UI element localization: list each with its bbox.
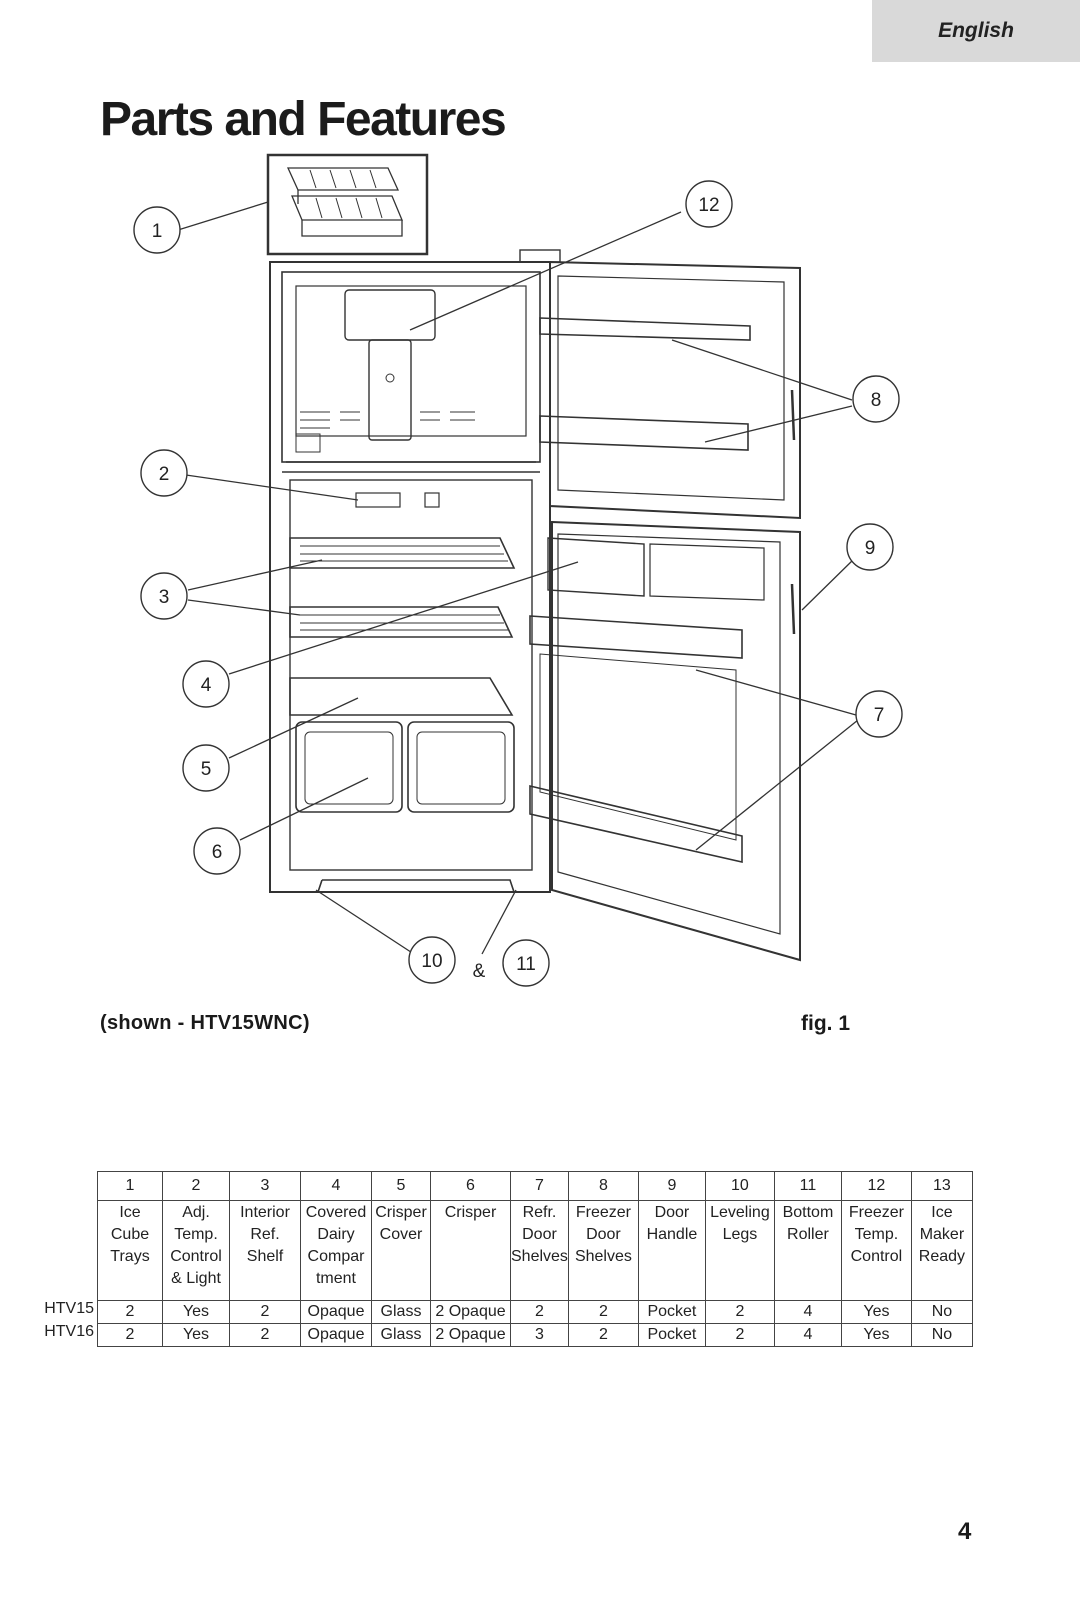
callout-9 <box>846 523 894 571</box>
page-number: 4 <box>958 1518 972 1545</box>
callout-label-11: 11 <box>516 954 536 975</box>
ice-tray-inset <box>266 153 429 256</box>
callout-label-10: 10 <box>421 951 442 972</box>
callout-12 <box>685 180 733 228</box>
column-number: 4 <box>300 1171 372 1201</box>
refrigerator-cabinet <box>269 249 561 893</box>
table-cell: 4 <box>773 1323 842 1347</box>
column-number: 7 <box>510 1171 569 1201</box>
table-cell: Yes <box>162 1300 230 1324</box>
column-number: 3 <box>229 1171 301 1201</box>
callout-leader-lines <box>177 201 859 959</box>
column-number: 11 <box>773 1171 842 1201</box>
table-cell: Opaque <box>300 1300 372 1324</box>
table-cell: No <box>910 1323 973 1347</box>
part-description: Adj.Temp.Control& Light <box>162 1200 230 1301</box>
table-cell: 2 <box>97 1323 163 1347</box>
callout-label-4: 4 <box>201 675 212 696</box>
table-cell: 2 Opaque <box>430 1300 511 1324</box>
table-cell: Opaque <box>300 1323 372 1347</box>
table-cell: Pocket <box>637 1323 706 1347</box>
table-cell: Yes <box>840 1300 912 1324</box>
model-row-label: HTV15 <box>44 1300 94 1317</box>
figure-caption: fig. 1 <box>801 1012 851 1035</box>
table-cell: 2 <box>229 1323 301 1347</box>
callout-11 <box>502 939 550 987</box>
callout-label-1: 1 <box>152 221 163 242</box>
page-title: Parts and Features <box>100 93 507 146</box>
callout-8 <box>852 375 900 423</box>
callout-label-7: 7 <box>874 705 885 726</box>
callout-label-5: 5 <box>201 759 212 780</box>
table-cell: 2 <box>510 1300 569 1324</box>
column-number: 2 <box>162 1171 230 1201</box>
part-description: Crisper <box>430 1200 511 1301</box>
table-cell: 2 <box>704 1300 775 1324</box>
callout-4 <box>182 660 230 708</box>
column-number: 13 <box>910 1171 973 1201</box>
column-number: 1 <box>97 1171 163 1201</box>
table-cell: Glass <box>371 1323 431 1347</box>
callout-1 <box>133 206 181 254</box>
callout-10 <box>408 936 456 984</box>
table-header-row: 1 2 3 4 5 6 7 8 9 10 11 12 13 <box>97 1171 973 1201</box>
table-cell: Yes <box>840 1323 912 1347</box>
refrigerator-doors <box>529 260 801 962</box>
refrigerator-diagram: 1 2 3 4 5 6 7 8 9 10 11 12 & <box>133 153 903 987</box>
table-cell: Yes <box>162 1323 230 1347</box>
column-number: 9 <box>637 1171 706 1201</box>
column-number: 6 <box>430 1171 511 1201</box>
callout-7 <box>855 690 903 738</box>
column-number: 12 <box>840 1171 912 1201</box>
callout-label-12: 12 <box>698 195 719 216</box>
callout-2 <box>140 449 188 497</box>
table-cell: Pocket <box>637 1300 706 1324</box>
language-label: English <box>938 19 1014 42</box>
table-cell: 4 <box>773 1300 842 1324</box>
table-row-htv15: 2 Yes 2 Opaque Glass 2 Opaque 2 2 Pocket… <box>97 1300 973 1324</box>
callout-label-8: 8 <box>871 390 882 411</box>
table-cell: 2 <box>567 1323 639 1347</box>
language-tab: English <box>872 0 1080 62</box>
table-cell: 2 <box>97 1300 163 1324</box>
model-caption: (shown - HTV15WNC) <box>100 1012 310 1034</box>
callout-label-9: 9 <box>865 538 876 559</box>
table-row-htv16: 2 Yes 2 Opaque Glass 2 Opaque 3 2 Pocket… <box>97 1323 973 1347</box>
callout-6 <box>193 827 241 875</box>
table-cell: 2 <box>704 1323 775 1347</box>
table-cell: No <box>910 1300 973 1324</box>
table-cell: 2 Opaque <box>430 1323 511 1347</box>
column-number: 10 <box>704 1171 775 1201</box>
table-cell: 2 <box>229 1300 301 1324</box>
callout-circles <box>133 180 903 987</box>
table-cell: 2 <box>567 1300 639 1324</box>
model-row-label: HTV16 <box>44 1323 94 1340</box>
table-cell: Glass <box>371 1300 431 1324</box>
callout-5 <box>182 744 230 792</box>
ampersand-label: & <box>473 961 486 982</box>
table-cell: 3 <box>510 1323 569 1347</box>
column-number: 8 <box>567 1171 639 1201</box>
callout-label-2: 2 <box>159 464 170 485</box>
callout-label-6: 6 <box>212 842 223 863</box>
callout-label-3: 3 <box>159 587 170 608</box>
callout-3 <box>140 572 188 620</box>
column-number: 5 <box>371 1171 431 1201</box>
